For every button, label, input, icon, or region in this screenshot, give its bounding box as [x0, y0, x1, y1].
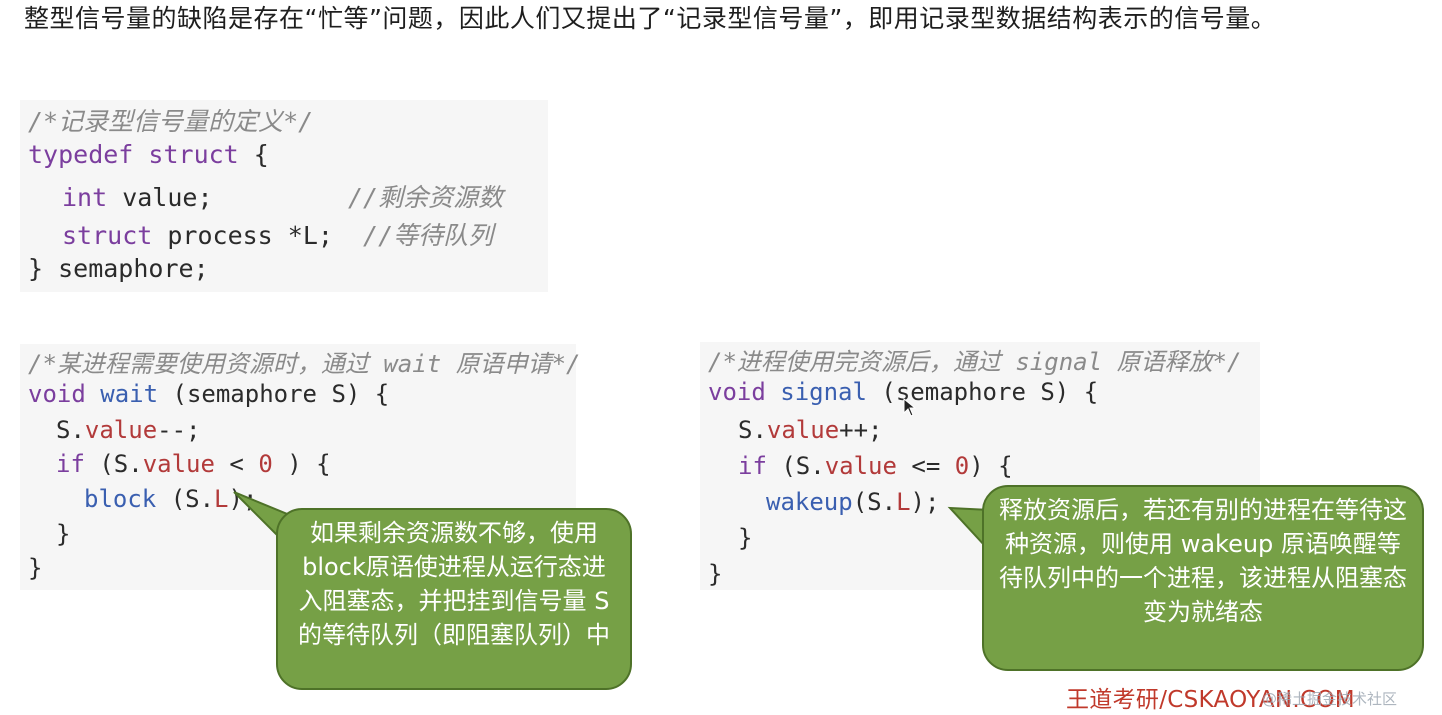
code-line: wakeup(S.L);	[766, 488, 940, 516]
signal-callout: 释放资源后，若还有别的进程在等待这种资源，则使用 wakeup 原语唤醒等待队列…	[982, 485, 1424, 671]
code-line: S.value++;	[738, 416, 883, 444]
brand-logo: 王道考研/CSKAOYAN.COM	[1066, 687, 1355, 713]
intro-paragraph: 整型信号量的缺陷是存在“忙等”问题，因此人们又提出了“记录型信号量”，即用记录型…	[24, 4, 1277, 33]
signal-code: /*进程使用完资源后，通过 signal 原语释放*/ void signal …	[700, 342, 1260, 590]
code-line: void wait (semaphore S) {	[28, 380, 390, 408]
code-comment: /*进程使用完资源后，通过 signal 原语释放*/	[708, 348, 1242, 376]
code-line: }	[56, 520, 71, 548]
code-comment: /*某进程需要使用资源时，通过 wait 原语申请*/	[28, 350, 581, 378]
code-line: if (S.value <= 0) {	[738, 452, 1013, 480]
code-line: }	[738, 524, 753, 552]
code-line: int value; //剩余资源数	[62, 183, 504, 212]
code-line: } semaphore;	[28, 254, 209, 283]
code-line: if (S.value < 0 ) {	[56, 450, 331, 478]
code-line: }	[28, 554, 43, 582]
mouse-cursor-icon	[903, 398, 917, 417]
code-line: struct process *L; //等待队列	[62, 221, 494, 250]
semaphore-definition-code: /*记录型信号量的定义*/ typedef struct { int value…	[20, 100, 548, 292]
watermark: @稀土掘金技术社区	[1262, 690, 1398, 708]
code-line: typedef struct {	[28, 140, 269, 169]
wait-callout: 如果剩余资源数不够，使用block原语使进程从运行态进入阻塞态，并把挂到信号量 …	[276, 508, 632, 690]
code-line: S.value--;	[56, 416, 201, 444]
code-comment: /*记录型信号量的定义*/	[28, 107, 314, 136]
code-line: }	[708, 560, 723, 588]
